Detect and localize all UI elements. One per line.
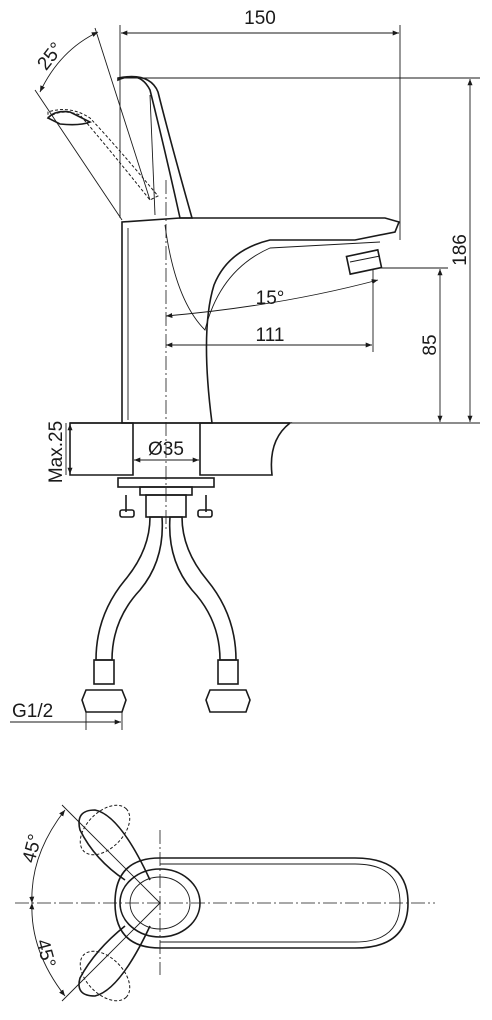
body-outline-top: [114, 857, 409, 949]
dim-reach-111: 111: [166, 270, 374, 352]
side-view: 150 186 85 111 15°: [10, 8, 480, 730]
dim-width-150: 150: [119, 8, 401, 240]
dim-spout-angle-15: 15°: [165, 279, 379, 318]
lever-position-upper: [78, 809, 151, 881]
angle-lower-label: 45°: [31, 937, 59, 970]
lever-handle-tilted: [46, 109, 159, 201]
lever-handle: [117, 75, 194, 219]
dim-height-186: 186: [122, 77, 480, 424]
dim-spout-angle-label: 15°: [256, 288, 285, 309]
dim-thread: G1/2: [10, 701, 123, 730]
dim-lever-angle-25: 25°: [34, 27, 151, 221]
dim-max-thickness: Max.25: [46, 421, 73, 483]
dim-thread-label: G1/2: [12, 701, 53, 722]
dim-spout-height-85: 85: [380, 267, 448, 422]
dim-lever-angle-label: 25°: [34, 39, 68, 75]
mounting-hardware: [117, 477, 215, 518]
dim-max-thickness-label: Max.25: [46, 421, 67, 483]
top-view: 45° 45°: [15, 804, 435, 1002]
dim-spout-height-label: 85: [420, 334, 441, 355]
dim-width-label: 150: [244, 8, 276, 29]
lever-hub: [119, 868, 201, 938]
dim-hole-diameter: Ø35: [134, 439, 199, 463]
angle-lower-45: 45°: [29, 902, 161, 1002]
dim-height-label: 186: [450, 234, 471, 266]
dim-reach-label: 111: [256, 325, 285, 346]
supply-hoses: [81, 516, 251, 713]
faucet-body: [121, 217, 401, 424]
angle-upper-label: 45°: [19, 832, 47, 865]
dim-hole-diameter-label: Ø35: [148, 439, 184, 460]
